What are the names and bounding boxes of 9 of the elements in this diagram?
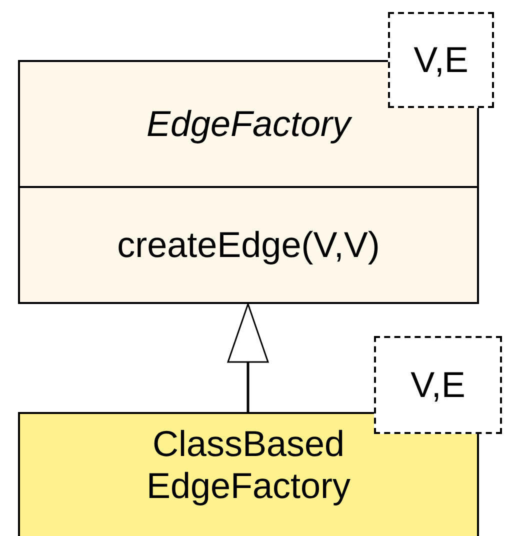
class-box — [18, 412, 479, 536]
template-parameter-box — [388, 12, 494, 108]
template-parameter: V,E — [410, 364, 466, 406]
template-parameter-box — [374, 336, 502, 434]
method-text: createEdge(V,V) — [117, 224, 380, 266]
template-parameter: V,E — [414, 39, 468, 81]
class-name: EdgeFactory — [146, 103, 351, 145]
class-name: ClassBased EdgeFactory — [145, 423, 352, 507]
generalization-arrow — [226, 302, 270, 412]
